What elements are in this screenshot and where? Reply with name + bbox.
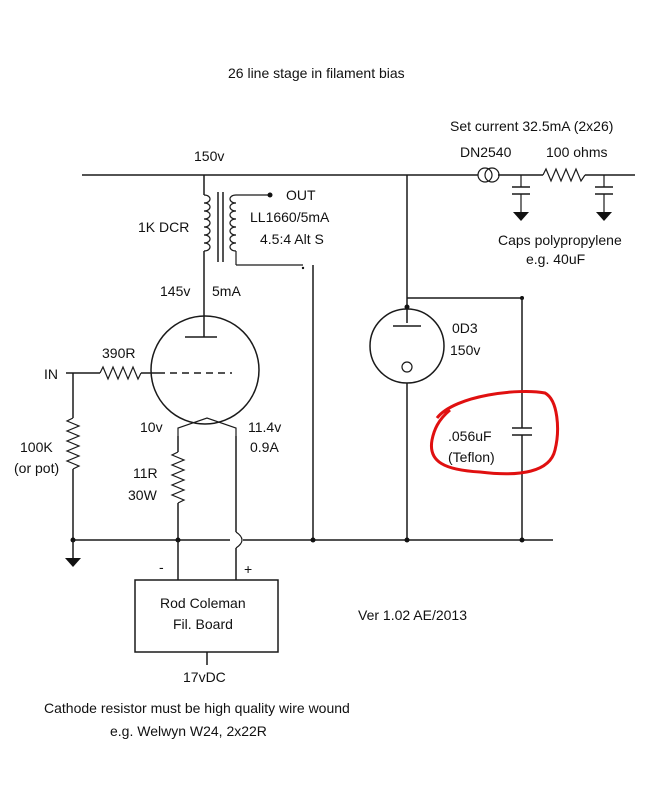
resistor-100-ohm — [542, 167, 586, 183]
output-transformer — [203, 175, 305, 270]
grid-leak-resistor — [65, 373, 81, 540]
ccs-symbol — [477, 167, 500, 183]
ground-bus — [65, 537, 553, 567]
transformer-ratio-label: 4.5:4 Alt S — [260, 231, 324, 247]
regulator-0d3 — [369, 175, 445, 540]
fil-board-title-2: Fil. Board — [173, 616, 233, 632]
plate-voltage-label: 145v — [160, 283, 190, 299]
note-line-1: Cathode resistor must be high quality wi… — [44, 700, 350, 716]
resistor-100-ohm-label: 100 ohms — [546, 144, 607, 160]
out-label: OUT — [286, 187, 316, 203]
supply-voltage-label: 150v — [194, 148, 224, 164]
fil-pos-voltage-label: 11.4v — [248, 419, 281, 435]
fil-board-title-1: Rod Coleman — [160, 595, 246, 611]
set-current-label: Set current 32.5mA (2x26) — [450, 118, 613, 134]
note-line-2: e.g. Welwyn W24, 2x22R — [110, 723, 267, 739]
grid-input — [66, 365, 158, 381]
filter-cap-2 — [595, 175, 613, 221]
fil-current-label: 0.9A — [250, 439, 279, 455]
transformer-dcr-label: 1K DCR — [138, 219, 189, 235]
bypass-cap-wiring — [407, 296, 532, 540]
bypass-cap-value-label: .056uF — [448, 428, 492, 444]
transformer-model-label: LL1660/5mA — [250, 209, 330, 225]
cathode-resistor-label-1: 11R — [133, 465, 158, 481]
caps-label-line2: e.g. 40uF — [526, 251, 585, 267]
plate-current-label: 5mA — [212, 283, 241, 299]
fil-board-supply-label: 17vDC — [183, 669, 226, 685]
filament-positive-wire — [235, 436, 243, 580]
fil-board-plus-label: + — [244, 561, 252, 577]
ccs-label: DN2540 — [460, 144, 512, 160]
cathode-resistor-label-2: 30W — [128, 487, 158, 503]
cathode-resistor — [170, 436, 186, 540]
grid-stopper-label: 390R — [102, 345, 135, 361]
page-title: 26 line stage in filament bias — [228, 65, 405, 81]
filter-cap-1 — [512, 175, 530, 221]
regulator-name-label: 0D3 — [452, 320, 478, 336]
fil-neg-voltage-label: 10v — [140, 419, 163, 435]
highlight-circle — [429, 389, 560, 476]
version-label: Ver 1.02 AE/2013 — [358, 607, 467, 623]
bypass-cap-type-label: (Teflon) — [448, 449, 495, 465]
caps-label-line1: Caps polypropylene — [498, 232, 622, 248]
grid-leak-label-2: (or pot) — [14, 460, 59, 476]
input-label: IN — [44, 366, 58, 382]
regulator-voltage-label: 150v — [450, 342, 480, 358]
fil-board-minus-label: - — [159, 559, 164, 575]
triode-26 — [150, 315, 260, 436]
grid-leak-label-1: 100K — [20, 439, 53, 455]
